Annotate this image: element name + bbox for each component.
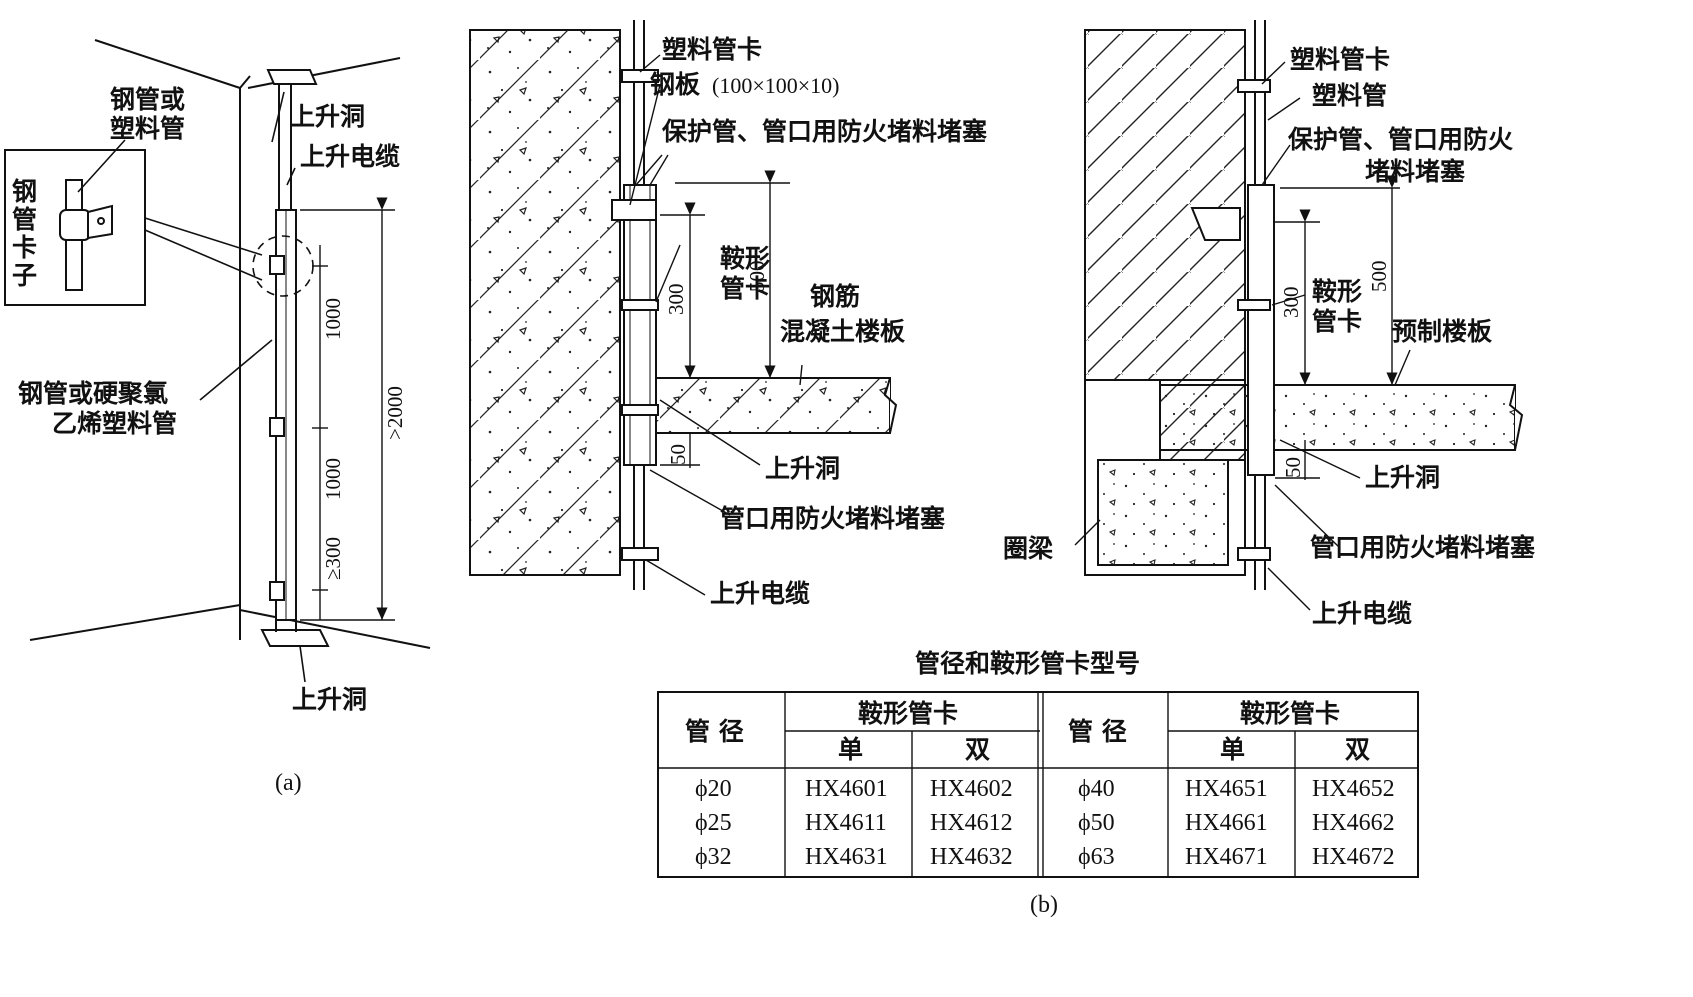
figure-a-labels: 钢管或 塑料管 钢 管 卡 子 上升洞 上升电缆 钢管或硬聚氯 乙烯塑料管 10… xyxy=(12,85,407,796)
b2-dim-300: 300 xyxy=(1279,287,1303,319)
table-cell: ϕ25 xyxy=(695,810,732,836)
b1-dim-500: 500 xyxy=(745,261,769,293)
b1-dim-50: 50 xyxy=(666,444,690,465)
table-title: 管径和鞍形管卡型号 xyxy=(915,649,1140,678)
table-cell: HX4651 xyxy=(1185,776,1268,802)
label-clamp-1: 钢 xyxy=(12,177,37,206)
table-cell: ϕ20 xyxy=(695,776,732,802)
label-cable-top: 上升电缆 xyxy=(300,142,400,171)
b1-dim-300: 300 xyxy=(664,284,688,316)
th-single-right: 单 xyxy=(1220,735,1245,764)
b1-rise-cable: 上升电缆 xyxy=(710,579,810,608)
table-cell: HX4602 xyxy=(930,776,1013,802)
th-double-right: 双 xyxy=(1345,735,1370,764)
table-cell: HX4632 xyxy=(930,844,1013,870)
b1-saddle-1: 鞍形 xyxy=(720,244,770,273)
table-cell: HX4652 xyxy=(1312,776,1395,802)
b1-steel-plate-size: (100×100×10) xyxy=(712,73,839,98)
table-cell: HX4631 xyxy=(805,844,888,870)
b2-protect-pipe-2: 堵料堵塞 xyxy=(1365,157,1465,186)
label-clamp-3: 卡 xyxy=(12,233,37,262)
b2-saddle-2: 管卡 xyxy=(1312,307,1362,336)
dim-300: ≥300 xyxy=(321,537,345,580)
b2-rise-cable: 上升电缆 xyxy=(1312,599,1412,628)
b2-prefab-floor: 预制楼板 xyxy=(1392,317,1492,346)
table-cell: HX4671 xyxy=(1185,844,1268,870)
b2-fire-block: 管口用防火堵料堵塞 xyxy=(1310,533,1535,562)
th-single-left: 单 xyxy=(838,735,863,764)
th-diameter-left: 管 径 xyxy=(685,717,744,746)
dim-1000-top: 1000 xyxy=(321,298,345,340)
table-cell: ϕ32 xyxy=(695,844,732,870)
b1-steel-plate: 钢板 xyxy=(650,70,700,99)
dim-1000-bottom: 1000 xyxy=(321,458,345,500)
table-cell: ϕ63 xyxy=(1078,844,1115,870)
b2-protect-pipe-1: 保护管、管口用防火 xyxy=(1287,125,1513,154)
label-clamp-2: 管 xyxy=(12,205,37,234)
th-double-left: 双 xyxy=(965,735,990,764)
table-cell: HX4672 xyxy=(1312,844,1395,870)
clamp-table: 管径和鞍形管卡型号 管 径 鞍形管卡 单 双 管 径 鞍形管卡 单 双 ϕ20 … xyxy=(657,649,1419,918)
b2-rise-hole: 上升洞 xyxy=(1365,463,1440,492)
table-cell: HX4662 xyxy=(1312,810,1395,836)
b1-fire-block: 管口用防火堵料堵塞 xyxy=(720,504,945,533)
figure-b2 xyxy=(1074,20,1524,611)
figure-b1-labels: 塑料管卡 钢板 (100×100×10) 保护管、管口用防火堵料堵塞 鞍形 管卡… xyxy=(650,35,987,608)
th-clamp-right: 鞍形管卡 xyxy=(1240,699,1340,728)
b1-protect-pipe: 保护管、管口用防火堵料堵塞 xyxy=(661,117,987,146)
table-cell: HX4611 xyxy=(805,810,887,836)
b2-plastic-clamp: 塑料管卡 xyxy=(1290,45,1390,74)
label-steel-or-plastic-1: 钢管或 xyxy=(110,85,185,114)
b1-plastic-clamp: 塑料管卡 xyxy=(662,35,762,64)
b1-floor-1: 钢筋 xyxy=(810,282,860,311)
caption-b: (b) xyxy=(1030,892,1058,918)
figure-b1 xyxy=(469,20,898,596)
figure-a xyxy=(4,39,431,683)
table-cell: HX4601 xyxy=(805,776,888,802)
table-cell: ϕ40 xyxy=(1078,776,1115,802)
b1-saddle-2: 管卡 xyxy=(720,274,770,303)
b2-ring-beam: 圈梁 xyxy=(1003,534,1053,563)
th-diameter-right: 管 径 xyxy=(1068,717,1127,746)
label-pipe-2: 乙烯塑料管 xyxy=(52,409,177,438)
label-hole-top: 上升洞 xyxy=(290,102,365,131)
label-clamp-4: 子 xyxy=(12,261,37,290)
table-cell: ϕ50 xyxy=(1078,810,1115,836)
th-clamp-left: 鞍形管卡 xyxy=(858,699,958,728)
b2-plastic-pipe: 塑料管 xyxy=(1312,81,1387,110)
table-cell: HX4612 xyxy=(930,810,1013,836)
b2-dim-500: 500 xyxy=(1367,261,1391,293)
caption-a: (a) xyxy=(275,770,302,796)
figure-b2-labels: 塑料管卡 塑料管 保护管、管口用防火 堵料堵塞 鞍形 管卡 300 500 预制… xyxy=(1003,45,1535,628)
b2-dim-50: 50 xyxy=(1281,457,1305,478)
label-steel-or-plastic-2: 塑料管 xyxy=(110,114,185,143)
label-pipe-1: 钢管或硬聚氯 xyxy=(18,379,168,408)
b2-saddle-1: 鞍形 xyxy=(1312,277,1362,306)
b1-floor-2: 混凝土楼板 xyxy=(780,317,905,346)
label-hole-bottom: 上升洞 xyxy=(292,685,367,714)
dim-2000: >2000 xyxy=(383,386,407,440)
b1-rise-hole: 上升洞 xyxy=(765,454,840,483)
table-cell: HX4661 xyxy=(1185,810,1268,836)
